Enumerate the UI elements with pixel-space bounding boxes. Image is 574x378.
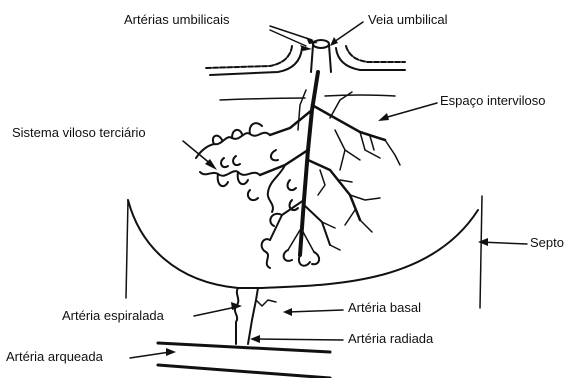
villous-trunk [220, 72, 395, 255]
maternal-arteries [158, 288, 330, 378]
label-intervillous-space: Espaço interviloso [440, 94, 546, 107]
label-umbilical-arteries: Artérias umbilicais [124, 13, 229, 26]
label-tertiary-villous-system: Sistema viloso terciário [12, 126, 146, 139]
right-villous-branches [318, 130, 400, 250]
label-septum: Septo [530, 236, 564, 249]
leader-lines [130, 22, 527, 358]
label-spiral-artery: Artéria espiralada [62, 309, 164, 322]
label-arcuate-artery: Artéria arqueada [6, 350, 103, 363]
umbilical-cord [311, 40, 331, 72]
label-radial-artery: Artéria radiada [348, 332, 433, 345]
label-umbilical-vein: Veia umbilical [368, 13, 448, 26]
label-basal-artery: Artéria basal [348, 301, 421, 314]
arrowheads [166, 37, 488, 356]
